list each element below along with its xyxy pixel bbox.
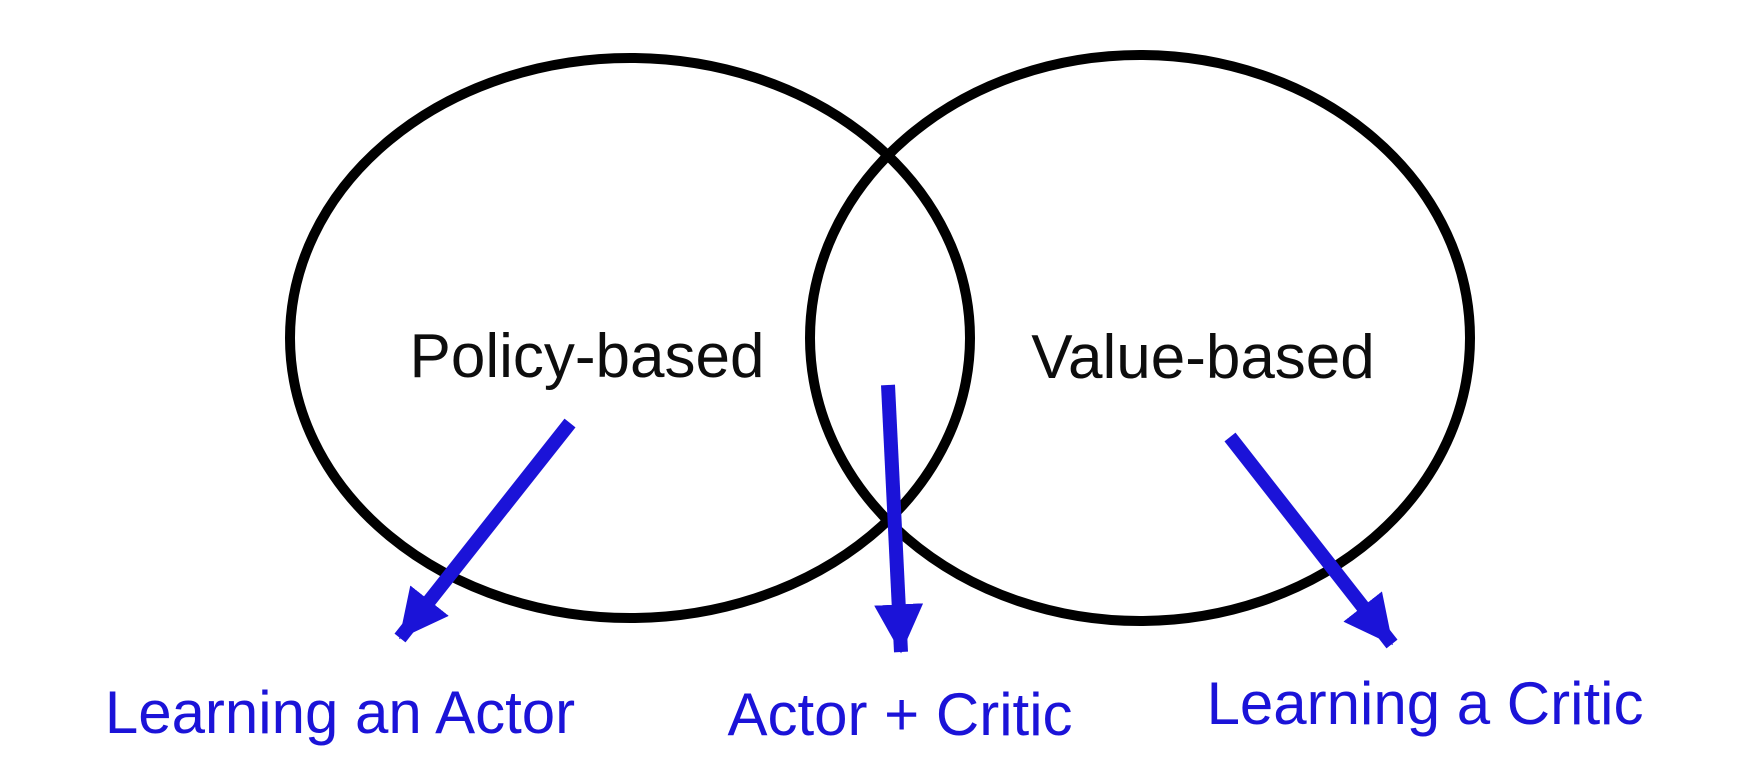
learning-an-actor-caption: Learning an Actor	[105, 679, 575, 746]
value-based-label: Value-based	[1031, 323, 1375, 392]
arrow-to-actor-plus-critic	[874, 384, 924, 654]
policy-based-circle	[285, 53, 975, 623]
arrow-to-learning-a-critic	[1224, 432, 1398, 649]
learning-a-critic-caption: Learning a Critic	[1207, 670, 1644, 737]
value-based-circle	[805, 50, 1475, 626]
actor-plus-critic-caption: Actor + Critic	[727, 681, 1072, 748]
policy-based-label: Policy-based	[410, 322, 765, 391]
arrow-to-learning-an-actor	[394, 418, 576, 643]
